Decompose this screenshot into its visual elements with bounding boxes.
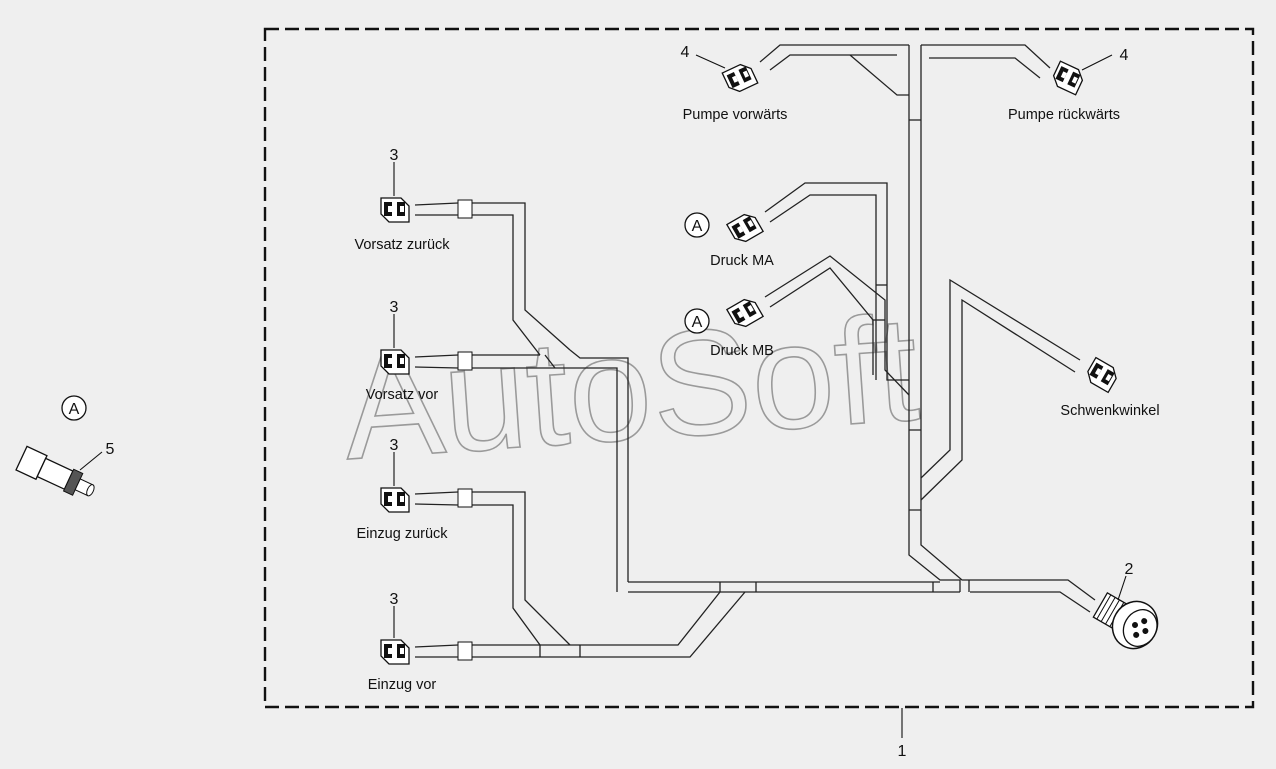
connector-einzug-zurueck (380, 487, 410, 513)
callout-5: 5 (106, 441, 115, 458)
circle-a-marker: A (684, 308, 710, 334)
label-pumpe-vorwaerts: Pumpe vorwärts (683, 107, 788, 123)
label-pumpe-rueckwaerts: Pumpe rückwärts (1008, 107, 1120, 123)
callout-leaders (79, 54, 1127, 738)
callout-2: 2 (1125, 561, 1134, 578)
label-druck-ma: Druck MA (710, 253, 774, 269)
callout-3: 3 (390, 591, 399, 608)
connector-vorsatz-vor (380, 349, 410, 375)
watermark: AutoSoft (338, 283, 924, 491)
callout-4: 4 (681, 44, 690, 61)
label-einzug-vor: Einzug vor (368, 677, 437, 693)
svg-text:A: A (692, 218, 703, 235)
label-einzug-zurueck: Einzug zurück (356, 526, 448, 542)
svg-text:A: A (692, 314, 703, 331)
connector-pumpe-vorwaerts (721, 60, 759, 96)
label-vorsatz-vor: Vorsatz vor (366, 387, 439, 403)
svg-text:A: A (69, 401, 80, 418)
callout-4: 4 (1120, 47, 1129, 64)
connector-vorsatz-zurueck (380, 197, 410, 223)
sleeve-vorsatz-vor (414, 351, 473, 371)
callout-3: 3 (390, 437, 399, 454)
connector-druck-ma (726, 209, 764, 247)
sleeve-vorsatz-zurueck (414, 199, 473, 219)
connector-pumpe-rueckwaerts (1049, 60, 1087, 96)
callout-1: 1 (898, 743, 907, 760)
kit-boundary (263, 27, 1255, 709)
callout-3: 3 (390, 147, 399, 164)
harness-trunk (470, 44, 1096, 658)
callout-3: 3 (390, 299, 399, 316)
label-schwenkwinkel: Schwenkwinkel (1060, 403, 1159, 419)
circle-a-marker: A (684, 212, 710, 238)
label-druck-mb: Druck MB (710, 343, 774, 359)
connector-einzug-vor (380, 639, 410, 665)
connector-schwenkwinkel (1083, 356, 1121, 394)
circle-a-marker: A (61, 395, 87, 421)
pressure-sensor (15, 445, 95, 497)
label-vorsatz-zurueck: Vorsatz zurück (354, 237, 450, 253)
sleeve-einzug-zurueck (414, 488, 473, 508)
sleeve-einzug-vor (414, 641, 473, 661)
round-connector (1092, 591, 1159, 650)
